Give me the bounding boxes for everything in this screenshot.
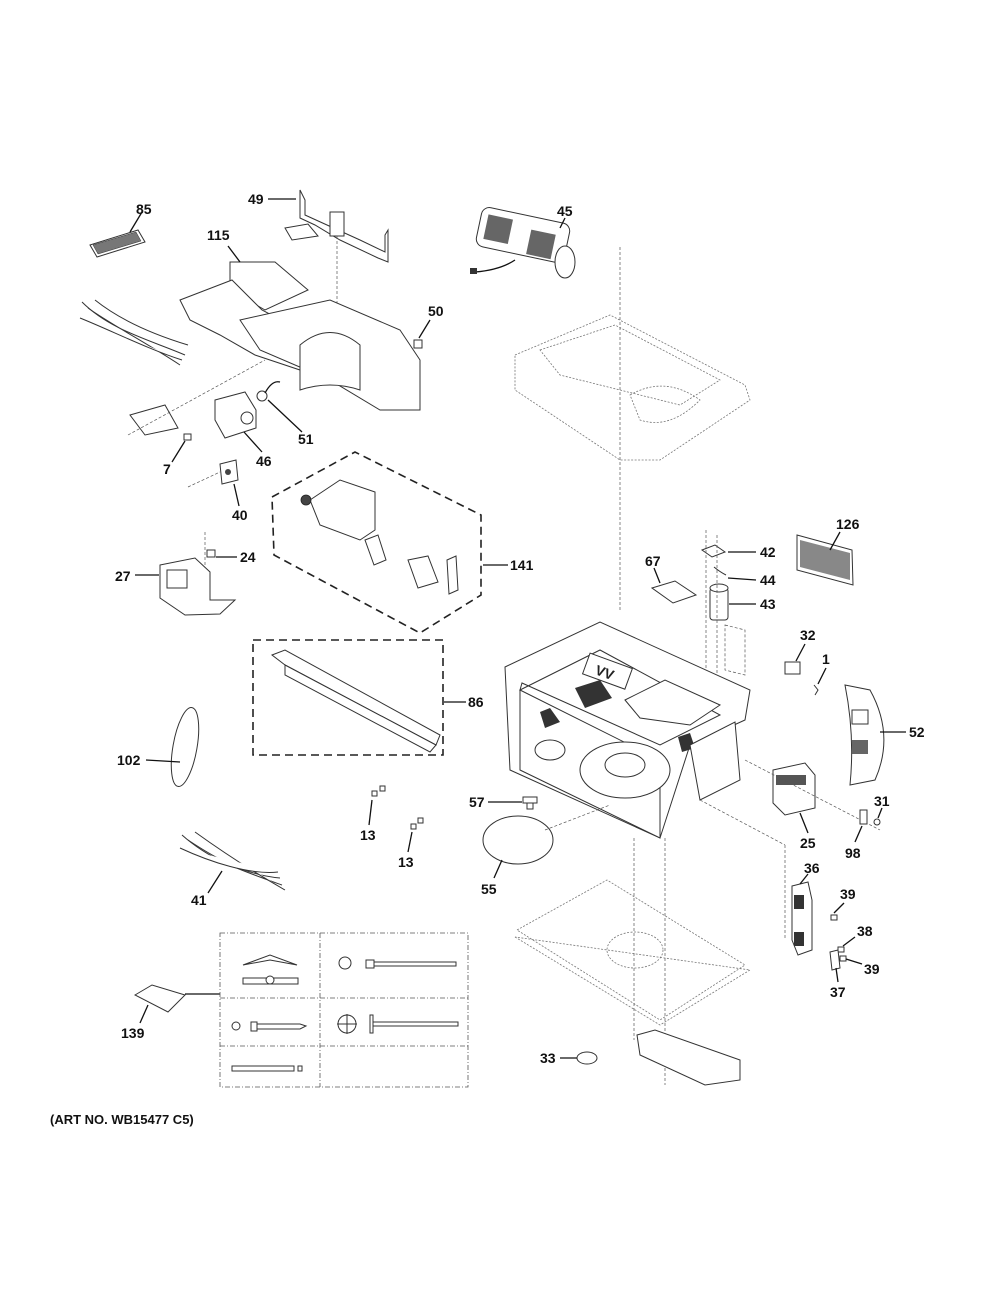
callout-85: 85 bbox=[136, 201, 152, 217]
callout-49: 49 bbox=[248, 191, 264, 207]
part-36-latch-board[interactable] bbox=[791, 881, 813, 956]
callout-13a: 13 bbox=[360, 827, 376, 843]
top-plate-ghost bbox=[514, 314, 751, 461]
callout-42: 42 bbox=[760, 544, 776, 560]
lamp-cover[interactable] bbox=[129, 404, 179, 436]
part-13-screw-b[interactable] bbox=[410, 817, 424, 830]
tape-strip-icon bbox=[231, 1065, 303, 1072]
part-57-coupler[interactable] bbox=[522, 796, 538, 810]
callout-32: 32 bbox=[800, 627, 816, 643]
part-55-turntable[interactable] bbox=[482, 815, 554, 865]
part-98-bracket[interactable] bbox=[859, 809, 868, 825]
callout-36: 36 bbox=[804, 860, 820, 876]
part-37-lever[interactable] bbox=[829, 949, 841, 971]
svg-text:VV: VV bbox=[593, 662, 617, 684]
callout-139: 139 bbox=[121, 1025, 145, 1041]
callout-67: 67 bbox=[645, 553, 661, 569]
part-39-switch-a[interactable] bbox=[830, 914, 838, 921]
callout-126: 126 bbox=[836, 516, 860, 532]
callout-39a: 39 bbox=[840, 886, 856, 902]
callout-44: 44 bbox=[760, 572, 776, 588]
part-115-air-duct[interactable] bbox=[179, 223, 421, 411]
toggle-bolt-icon bbox=[242, 954, 299, 985]
callout-40: 40 bbox=[232, 507, 248, 523]
callout-7: 7 bbox=[163, 461, 171, 477]
part-42-bracket[interactable] bbox=[700, 544, 727, 558]
part-102-gasket[interactable] bbox=[166, 706, 204, 789]
bottom-plate-ghost bbox=[514, 879, 752, 1026]
part-86-control-panel[interactable] bbox=[252, 639, 444, 756]
part-141-control-assembly[interactable] bbox=[271, 451, 482, 634]
part-33-foot[interactable] bbox=[576, 1051, 598, 1065]
callout-39b: 39 bbox=[864, 961, 880, 977]
part-67-cover[interactable] bbox=[650, 580, 698, 604]
part-40-board[interactable] bbox=[219, 459, 239, 485]
callout-37: 37 bbox=[830, 984, 846, 1000]
part-41-wire-harness[interactable] bbox=[179, 831, 286, 891]
callout-55: 55 bbox=[481, 881, 497, 897]
callout-102: 102 bbox=[117, 752, 141, 768]
part-13-screw-a[interactable] bbox=[371, 785, 386, 797]
part-50-clip[interactable] bbox=[413, 339, 423, 349]
callout-98: 98 bbox=[845, 845, 861, 861]
callout-31: 31 bbox=[874, 793, 890, 809]
callout-38: 38 bbox=[857, 923, 873, 939]
tapping-screw-icon bbox=[231, 1021, 308, 1032]
callout-24: 24 bbox=[240, 549, 256, 565]
flat-head-screw-icon bbox=[337, 1014, 459, 1034]
part-7-bulb[interactable] bbox=[183, 433, 192, 441]
callout-46: 46 bbox=[256, 453, 272, 469]
callout-115: 115 bbox=[207, 227, 230, 243]
part-38-switch[interactable] bbox=[837, 946, 845, 953]
callout-33: 33 bbox=[540, 1050, 556, 1066]
callout-57: 57 bbox=[469, 794, 485, 810]
callout-43: 43 bbox=[760, 596, 776, 612]
part-1-fuse[interactable] bbox=[813, 684, 819, 696]
art-number: (ART NO. WB15477 C5) bbox=[50, 1112, 194, 1127]
part-52-side-vent[interactable] bbox=[844, 684, 885, 786]
part-43-capacitor[interactable] bbox=[709, 583, 729, 621]
hex-bolt-icon bbox=[338, 956, 457, 970]
part-85-filter[interactable] bbox=[89, 229, 146, 258]
part-31-thermostat[interactable] bbox=[873, 818, 881, 826]
callout-141: 141 bbox=[510, 557, 534, 573]
bottom-rail[interactable] bbox=[636, 1029, 741, 1086]
callout-41: 41 bbox=[191, 892, 207, 908]
callout-50: 50 bbox=[428, 303, 444, 319]
microwave-cavity[interactable]: VV bbox=[504, 621, 751, 839]
part-49-bracket[interactable] bbox=[299, 189, 389, 263]
callout-52: 52 bbox=[909, 724, 925, 740]
part-46-light-housing[interactable] bbox=[214, 391, 257, 439]
callout-51: 51 bbox=[298, 431, 314, 447]
callout-45: 45 bbox=[557, 203, 573, 219]
part-32-fuse-holder[interactable] bbox=[784, 661, 801, 675]
callout-27: 27 bbox=[115, 568, 131, 584]
part-25-magnetron[interactable] bbox=[772, 762, 816, 816]
callout-25: 25 bbox=[800, 835, 816, 851]
part-39-switch-b[interactable] bbox=[839, 955, 847, 962]
part-44-diode[interactable] bbox=[713, 566, 727, 576]
part-27-housing[interactable] bbox=[159, 557, 237, 616]
part-139-hardware-bag[interactable] bbox=[133, 984, 186, 1013]
wire-harness-upper[interactable] bbox=[79, 299, 189, 366]
callout-13b: 13 bbox=[398, 854, 414, 870]
part-126-vent-grille[interactable] bbox=[796, 534, 854, 586]
part-45-fan-motor[interactable] bbox=[470, 206, 576, 279]
callout-1: 1 bbox=[822, 651, 830, 667]
callout-86: 86 bbox=[468, 694, 484, 710]
hardware-kit-grid bbox=[219, 932, 469, 1088]
part-51-thermistor[interactable] bbox=[256, 381, 281, 402]
